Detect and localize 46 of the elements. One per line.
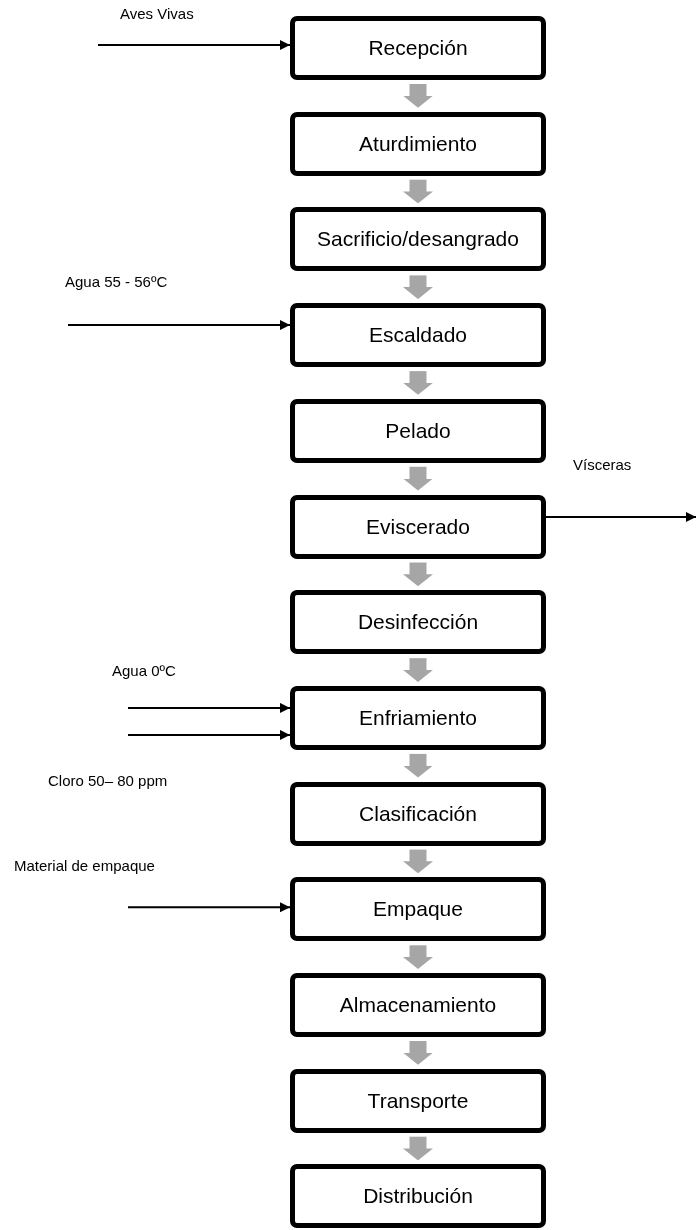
block-arrow bbox=[403, 1136, 433, 1161]
step-label: Eviscerado bbox=[366, 514, 470, 539]
process-box bbox=[290, 781, 546, 846]
step-label: Enfriamiento bbox=[359, 705, 477, 730]
block-arrow bbox=[403, 562, 433, 587]
arrow bbox=[127, 702, 291, 713]
edge-label: Agua 55 - 56ºC bbox=[63, 273, 170, 292]
process-box bbox=[290, 1164, 546, 1229]
process-box bbox=[290, 207, 546, 272]
process-box bbox=[290, 877, 546, 942]
step-label: Pelado bbox=[385, 418, 451, 443]
step-label: Sacrificio/desangrado bbox=[317, 227, 519, 252]
process-box bbox=[290, 111, 546, 176]
step-label: Almacenamiento bbox=[339, 993, 497, 1017]
edge-label: Material de empaque bbox=[12, 857, 157, 876]
process-box bbox=[290, 16, 546, 80]
step-label: Aturdimiento bbox=[359, 131, 477, 156]
arrow bbox=[67, 320, 291, 331]
block-arrow bbox=[403, 84, 433, 108]
arrow bbox=[97, 40, 291, 50]
block-arrow bbox=[403, 1041, 433, 1065]
process-box bbox=[290, 398, 546, 463]
step-label: Distribución bbox=[363, 1184, 473, 1209]
block-arrow bbox=[403, 945, 433, 969]
arrow bbox=[127, 729, 291, 740]
block-arrow bbox=[403, 849, 433, 874]
arrow bbox=[127, 902, 291, 913]
block-arrow bbox=[403, 753, 433, 778]
block-arrow bbox=[403, 275, 433, 300]
step-label: Transporte bbox=[367, 1088, 469, 1113]
arrow bbox=[545, 512, 696, 522]
process-box bbox=[290, 1068, 546, 1133]
process-box bbox=[290, 494, 546, 559]
process-box bbox=[290, 685, 546, 750]
step-label: Escaldado bbox=[368, 323, 468, 348]
step-label: Desinfección bbox=[357, 610, 479, 635]
step-label: Recepción bbox=[368, 36, 468, 60]
step-label: Empaque bbox=[373, 897, 463, 922]
process-box bbox=[290, 973, 546, 1037]
process-box bbox=[290, 590, 546, 655]
block-arrow bbox=[403, 371, 433, 395]
step-label: Clasificación bbox=[359, 801, 477, 826]
process-box bbox=[290, 303, 546, 368]
block-arrow bbox=[403, 179, 433, 204]
block-arrow bbox=[403, 658, 433, 682]
block-arrow bbox=[403, 466, 433, 491]
